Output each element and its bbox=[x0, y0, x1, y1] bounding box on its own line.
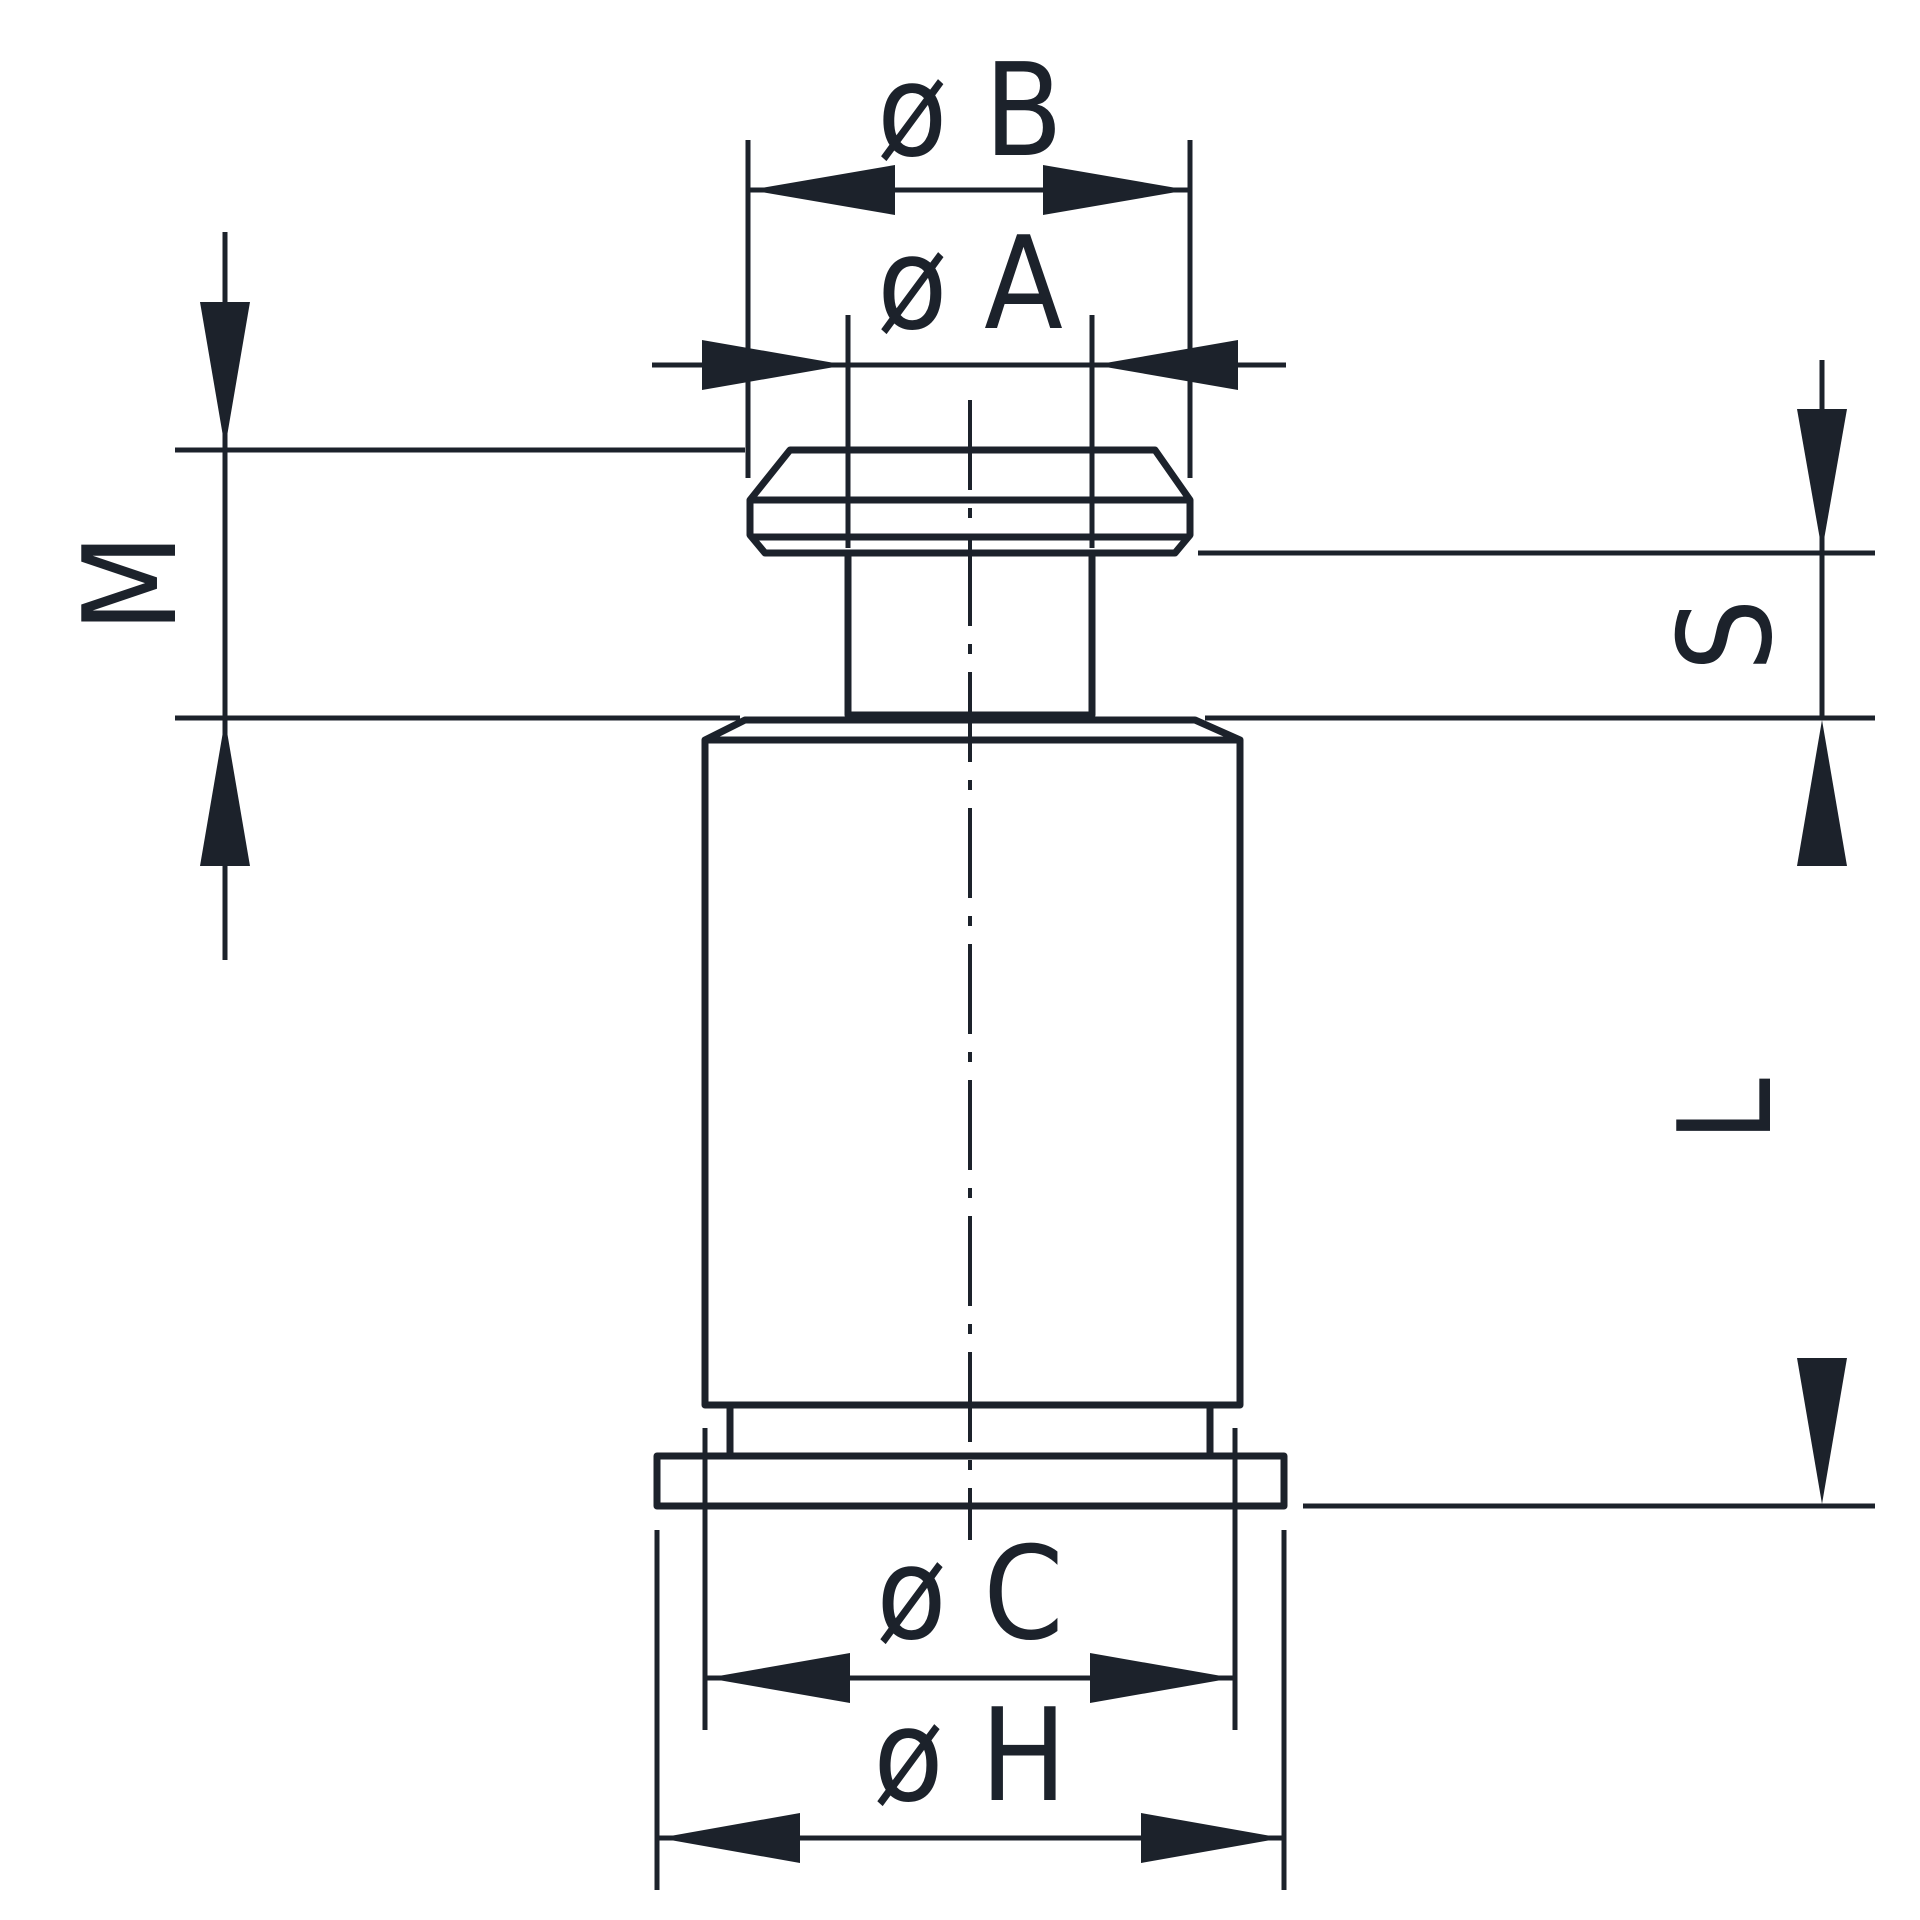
label-diameter-b: ø B bbox=[877, 37, 1063, 186]
label-height-m: M bbox=[57, 533, 206, 632]
dimension-a bbox=[652, 340, 1286, 390]
label-diameter-a: ø A bbox=[877, 210, 1063, 359]
dimension-s bbox=[1797, 360, 1847, 716]
dimension-c bbox=[707, 1653, 1233, 1703]
label-diameter-h: ø H bbox=[873, 1682, 1067, 1831]
dimension-m bbox=[200, 232, 250, 960]
label-length-l: L bbox=[1652, 1078, 1801, 1142]
dimension-h bbox=[659, 1813, 1282, 1863]
part-body bbox=[701, 716, 1244, 1409]
dimension-b bbox=[750, 165, 1188, 215]
label-diameter-c: ø C bbox=[876, 1520, 1063, 1669]
extension-lines bbox=[175, 140, 1875, 1890]
dimension-l bbox=[1797, 720, 1847, 1504]
label-stroke-s: S bbox=[1652, 598, 1801, 671]
